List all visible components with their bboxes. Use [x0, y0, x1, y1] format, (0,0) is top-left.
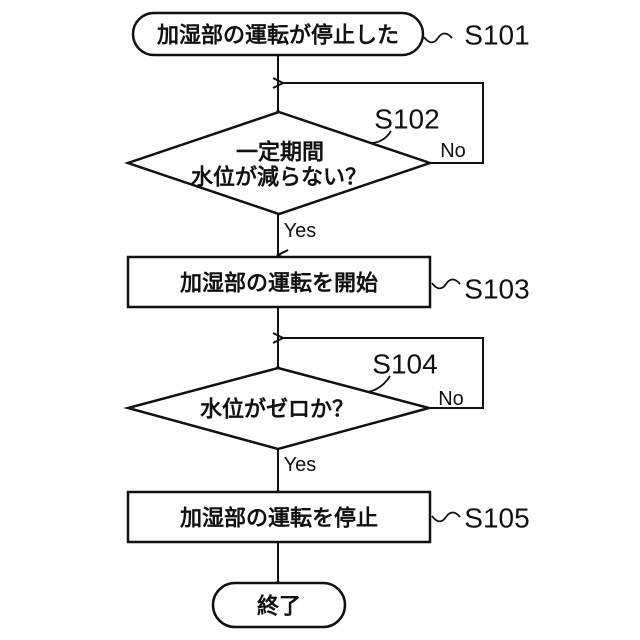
branch-yes-s102: Yes	[284, 220, 317, 242]
connector-no-loop-s104	[272, 332, 484, 409]
start-terminal-label: 加湿部の運転が停止した	[156, 23, 399, 48]
process-s105-label: 加湿部の運転を停止	[179, 506, 378, 531]
step-tag-s101: S101	[464, 20, 529, 51]
decision-s102-shape	[124, 110, 434, 216]
step-tag-s104: S104	[372, 349, 437, 380]
start-terminal-shape	[131, 11, 425, 57]
step-tag-s102: S102	[374, 104, 439, 135]
process-s103-label: 加湿部の運転を開始	[179, 271, 378, 296]
branch-yes-s104: Yes	[284, 454, 317, 476]
step-tag-s105: S105	[464, 503, 529, 534]
leader-tilde-s103	[431, 278, 461, 290]
process-s105-shape	[126, 490, 432, 544]
process-s103-shape	[126, 255, 432, 309]
leader-tilde-s101	[423, 32, 453, 44]
branch-no-s102: No	[440, 140, 466, 162]
decision-s104-label: 水位がゼロか？	[200, 397, 354, 422]
end-terminal-label: 終了	[257, 594, 301, 619]
decision-s102-label-line2: 水位が減らない？	[191, 165, 367, 190]
decision-s102-label-line1: 一定期間	[236, 140, 324, 165]
branch-no-s104: No	[438, 388, 464, 410]
decision-s104-shape	[123, 366, 434, 451]
end-terminal-shape	[211, 581, 347, 629]
step-tag-s103: S103	[464, 274, 529, 305]
connector-no-loop-s102	[272, 77, 484, 164]
leader-tilde-s105	[431, 511, 461, 523]
